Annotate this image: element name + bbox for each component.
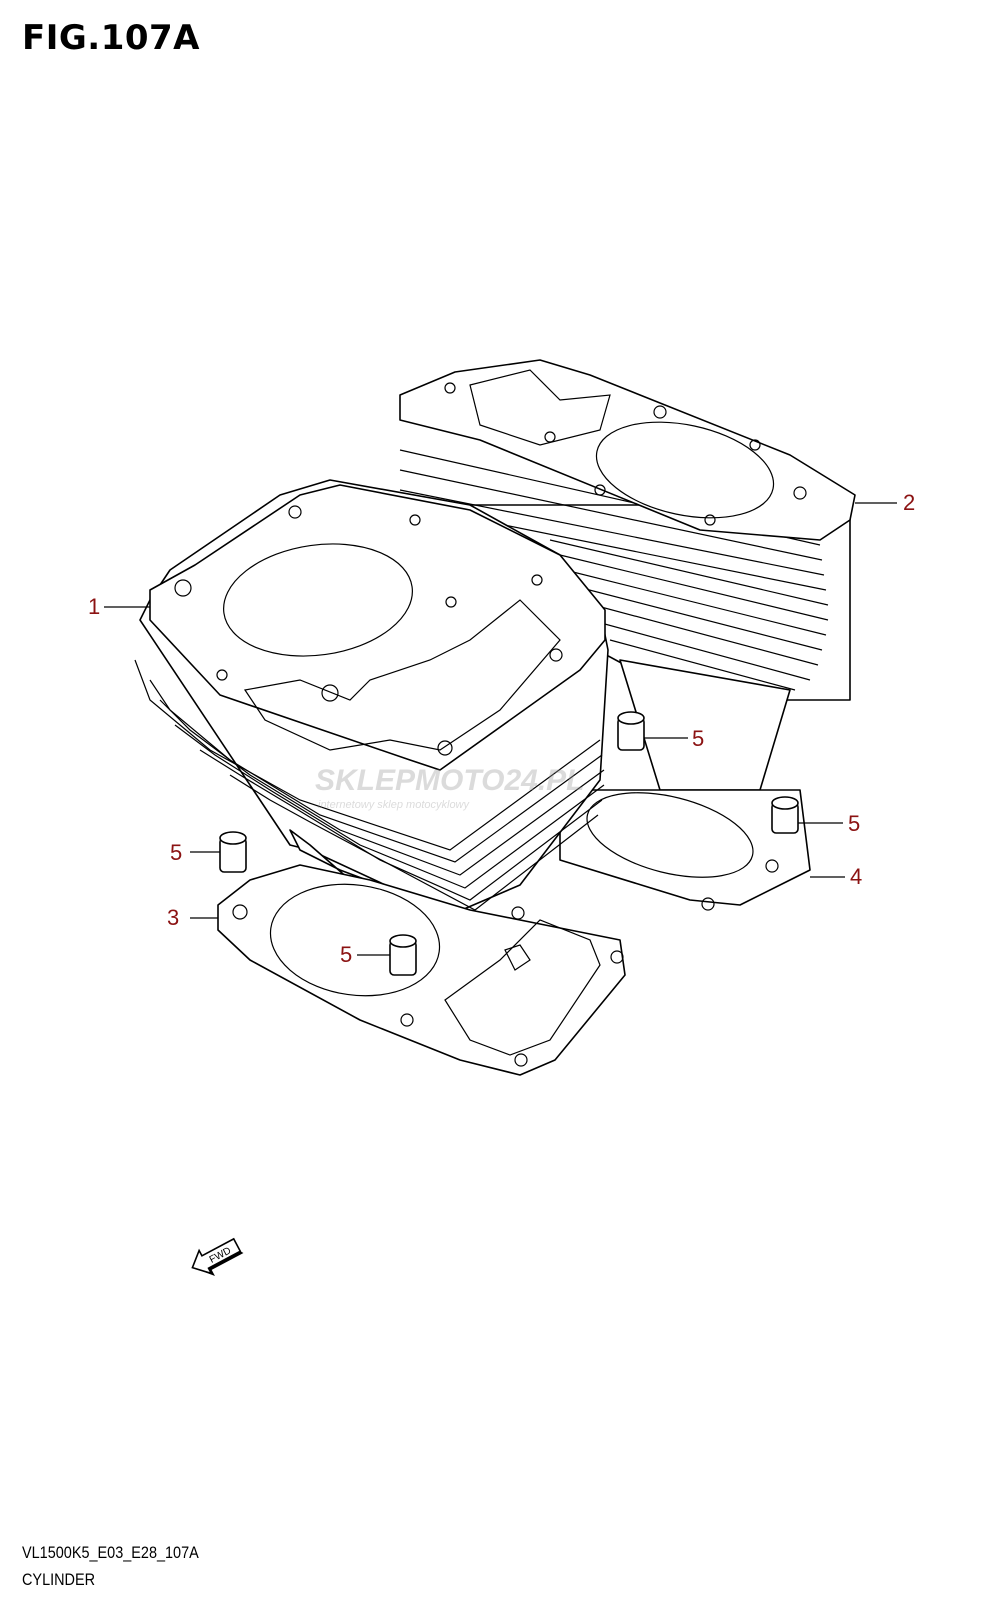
watermark-subtext: internetowy sklep motocyklowy <box>318 799 471 811</box>
figure-code: VL1500K5_E03_E28_107A <box>22 1543 199 1562</box>
callout-4[interactable]: 4 <box>850 864 862 889</box>
callout-1[interactable]: 1 <box>88 594 100 619</box>
callout-5-front-center[interactable]: 5 <box>340 942 352 967</box>
dowel-pin-rear-upper[interactable] <box>617 711 645 751</box>
fwd-arrow-icon: FWD <box>191 1237 244 1277</box>
callout-5-rear-upper[interactable]: 5 <box>692 726 704 751</box>
rear-base-gasket[interactable] <box>559 778 811 911</box>
callout-3[interactable]: 3 <box>167 905 179 930</box>
watermark: SKLEPMOTO24.PL internetowy sklep motocyk… <box>315 764 585 811</box>
front-cylinder[interactable] <box>134 479 609 916</box>
figure-name: CYLINDER <box>22 1570 96 1589</box>
front-base-gasket[interactable] <box>217 864 626 1076</box>
watermark-text: SKLEPMOTO24.PL <box>315 764 585 797</box>
dowel-pin-front-center[interactable] <box>389 934 417 976</box>
callout-5-front-left[interactable]: 5 <box>170 840 182 865</box>
callout-2[interactable]: 2 <box>903 490 915 515</box>
dowel-pin-front-left[interactable] <box>219 831 247 873</box>
callout-5-rear-lower[interactable]: 5 <box>848 811 860 836</box>
figure-title: FIG.107A <box>22 18 200 58</box>
dowel-pin-rear-lower[interactable] <box>771 796 799 834</box>
